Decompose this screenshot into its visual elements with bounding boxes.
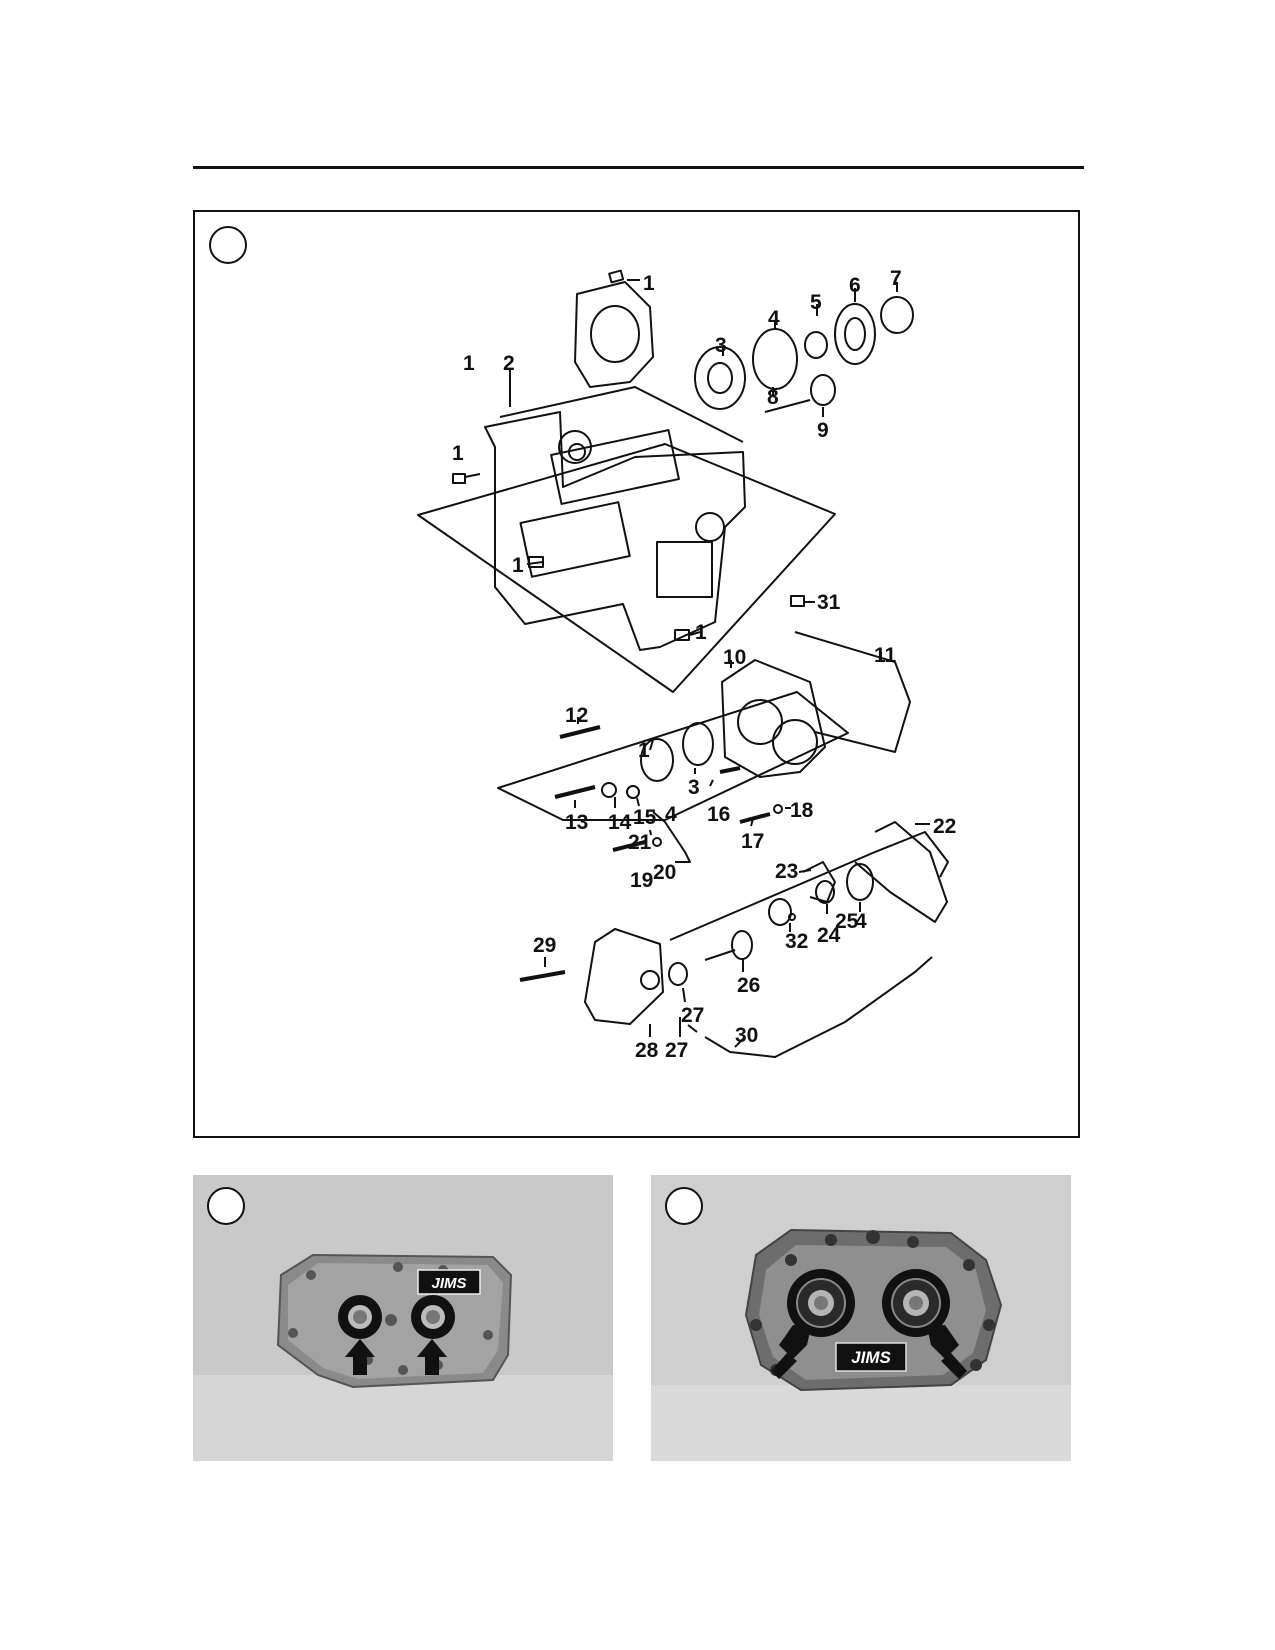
part-label: 6 (849, 274, 861, 297)
case-mount-tab (574, 281, 654, 388)
part-label: 28 (635, 1039, 659, 1062)
door-group-outline (497, 691, 849, 821)
lever-23 (802, 861, 836, 903)
pin-8 (764, 399, 811, 413)
transmission-exploded-diagram: 1 1 1 1 1 2 3 4 5 6 7 8 9 31 10 11 12 3 … (417, 267, 956, 1062)
part-label: 1 (643, 272, 655, 295)
dowel-pin (608, 269, 625, 284)
part-label: 21 (628, 831, 652, 854)
part-label: 29 (533, 934, 556, 957)
part-label: 3 (715, 334, 727, 357)
part-label: 7 (890, 267, 902, 290)
part-label: 1 (452, 442, 464, 465)
part-label: 18 (790, 799, 814, 822)
part-label: 15 (633, 806, 657, 829)
jims-logo-text: JIMS (431, 1275, 466, 1292)
part-label: 31 (817, 591, 841, 614)
part-label: 9 (817, 419, 829, 442)
bearing-3b (682, 722, 714, 766)
disc-25 (815, 880, 835, 904)
gasket-22 (854, 821, 948, 923)
door-10 (721, 659, 826, 778)
dowel-pin (674, 629, 690, 641)
stud-17 (739, 812, 771, 824)
part-label: 17 (741, 830, 764, 853)
bracket-21 (652, 811, 691, 863)
o-ring-27 (668, 962, 688, 986)
bolt-29 (519, 970, 566, 982)
part-label: 5 (810, 291, 822, 314)
part-label: 20 (653, 861, 676, 884)
part-label: 13 (565, 811, 588, 834)
part-label: 1 (512, 554, 524, 577)
o-ring-5 (804, 331, 828, 359)
part-label: 1 (695, 621, 707, 644)
part-label: 1 (463, 352, 475, 375)
part-label: 27 (681, 1004, 704, 1027)
figure-number-circle (209, 226, 247, 264)
seal-6 (834, 303, 876, 365)
part-label: 2 (503, 352, 515, 375)
part-label: 30 (735, 1024, 758, 1047)
photo-door-outside: JIMS (651, 1175, 1071, 1461)
part-label: 10 (723, 646, 746, 669)
cover-group-outline (669, 831, 949, 941)
part-label: 23 (775, 860, 798, 883)
dowel-pin (452, 473, 466, 484)
transmission-case (484, 411, 746, 651)
bolt-12 (559, 725, 601, 739)
part-label: 12 (565, 704, 588, 727)
part-label: 19 (630, 869, 653, 892)
gasket-11 (794, 631, 911, 753)
washer-20 (652, 837, 662, 847)
jims-logo-text: JIMS (851, 1348, 891, 1367)
figure-number-circle (207, 1187, 245, 1225)
case-group-outline (417, 443, 836, 693)
part-label: 1 (638, 739, 650, 762)
side-cover-28 (584, 928, 664, 1025)
bolt-19 (612, 840, 646, 852)
part-label: 25 (835, 910, 859, 933)
bolt-13 (554, 785, 596, 799)
washer-32 (768, 898, 792, 926)
part-label: 32 (785, 930, 808, 953)
part-label: 14 (608, 811, 632, 834)
washer-14 (601, 782, 617, 798)
washer-15 (626, 785, 640, 799)
bearing-3 (694, 346, 746, 410)
retaining-ring-4c (846, 863, 874, 901)
part-labels: 1 1 1 1 1 2 3 4 5 6 7 8 9 31 10 11 12 3 … (452, 267, 956, 1062)
plug-26 (731, 930, 753, 960)
part-label: 24 (817, 924, 841, 947)
part-label: 4 (768, 307, 780, 330)
photo-door-inside: JIMS (193, 1175, 613, 1461)
plug-31 (790, 595, 805, 607)
part-label: 3 (688, 776, 700, 799)
part-label: 4 (665, 803, 677, 826)
jims-logo (835, 1342, 907, 1372)
part-label: 26 (737, 974, 760, 997)
part-label: 22 (933, 815, 956, 838)
part-label: 11 (874, 644, 897, 667)
figure-exploded-view: 1 1 1 1 1 2 3 4 5 6 7 8 9 31 10 11 12 3 … (193, 210, 1080, 1138)
retaining-ring-4b (640, 738, 674, 782)
bushing-7 (880, 296, 914, 334)
part-label: 8 (767, 386, 779, 409)
jims-logo (417, 1269, 481, 1295)
bearing-9 (810, 374, 836, 406)
figure-number-circle (665, 1187, 703, 1225)
arrow-icon (345, 1339, 447, 1375)
part-label: 27 (665, 1039, 688, 1062)
retaining-ring-4 (752, 328, 798, 390)
ball-24 (788, 913, 796, 921)
arrow-icon (771, 1325, 967, 1379)
stud-16 (719, 766, 741, 774)
part-label: 4 (855, 910, 867, 933)
part-label: 16 (707, 803, 730, 826)
washer-18 (773, 804, 783, 814)
cable-30 (704, 956, 933, 1058)
header-rule (193, 166, 1084, 169)
